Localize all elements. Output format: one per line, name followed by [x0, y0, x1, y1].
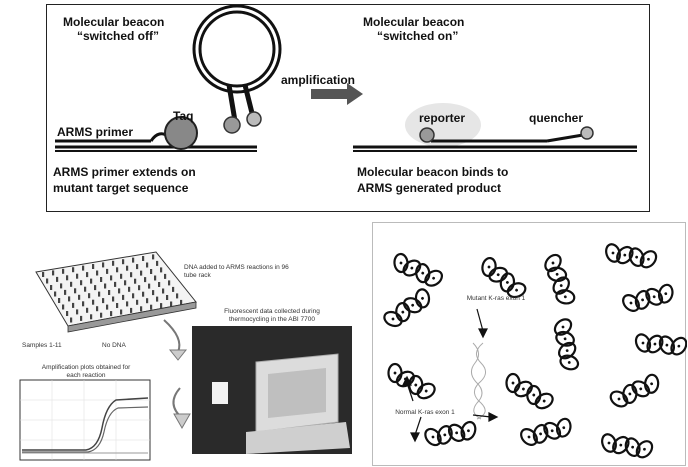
- normal-kras-label: Normal K-ras exon 1: [387, 409, 463, 417]
- reporter-dye-ball: [224, 117, 240, 133]
- annotation-arrows: [403, 309, 497, 441]
- amplification-plots-caption-1: Amplification plots obtained for: [26, 364, 146, 372]
- right-dna-strands: [353, 135, 637, 151]
- normal-helix: [499, 368, 559, 415]
- amplification-plot: [20, 380, 150, 460]
- amplification-plots-caption-2: each reaction: [26, 372, 146, 380]
- taq-label: Taq: [173, 109, 193, 123]
- samples-label: Samples 1-11: [22, 342, 82, 350]
- caption-right-1: Molecular beacon binds to: [357, 165, 508, 179]
- abi-7700-machine: [192, 326, 352, 454]
- caption-left-2: mutant target sequence: [53, 181, 188, 195]
- normal-helix: [421, 418, 480, 450]
- fluorescent-caption-2: thermocycling in the ABI 7700: [202, 316, 342, 324]
- normal-helix: [632, 331, 687, 358]
- beacon-hairpin-loop: [197, 9, 277, 89]
- workflow-panel: DNA added to ARMS reactions in 96 tube r…: [6, 242, 358, 464]
- normal-helix: [381, 358, 441, 405]
- dna-added-caption-1: DNA added to ARMS reactions in 96: [184, 264, 304, 272]
- beacon-on-title-2: “switched on”: [377, 29, 458, 43]
- kras-helices-panel: Mutant K-ras exon 1 Normal K-ras exon 1: [372, 222, 686, 466]
- quencher-label: quencher: [529, 111, 583, 125]
- mutant-helix: [471, 343, 485, 419]
- normal-helix: [601, 240, 660, 272]
- normal-helix: [378, 283, 437, 333]
- normal-helix: [539, 250, 579, 310]
- dna-added-caption-2: tube rack: [184, 272, 304, 280]
- quencher-dye-ball: [247, 112, 261, 126]
- beacon-mechanism-panel: Molecular beacon “switched off” Molecula…: [46, 4, 650, 212]
- quencher-bound-ball: [581, 127, 593, 139]
- normal-helix: [618, 280, 678, 316]
- beacon-off-title-2: “switched off”: [77, 29, 159, 43]
- mutant-kras-label: Mutant K-ras exon 1: [461, 295, 531, 303]
- reporter-bound-ball: [420, 128, 434, 142]
- caption-left-1: ARMS primer extends on: [53, 165, 196, 179]
- normal-helix: [550, 315, 582, 374]
- beacon-on-title-1: Molecular beacon: [363, 15, 464, 29]
- amplification-label: amplification: [281, 73, 355, 87]
- normal-helix: [597, 430, 656, 462]
- no-dna-label: No DNA: [102, 342, 142, 350]
- beacon-off-title-1: Molecular beacon: [63, 15, 164, 29]
- normal-helix: [387, 249, 447, 293]
- fluorescent-caption-1: Fluorescent data collected during: [202, 308, 342, 316]
- caption-right-2: ARMS generated product: [357, 181, 501, 195]
- normal-helix: [605, 369, 665, 413]
- workflow-arrow-2: [173, 388, 190, 428]
- reporter-label: reporter: [419, 111, 465, 125]
- workflow-drawing: [6, 242, 358, 464]
- workflow-arrow-1: [164, 320, 186, 360]
- kras-helices-drawing: [373, 223, 687, 467]
- normal-helix: [516, 414, 576, 450]
- tube-rack-96: [36, 252, 196, 332]
- arms-primer-label: ARMS primer: [57, 125, 133, 139]
